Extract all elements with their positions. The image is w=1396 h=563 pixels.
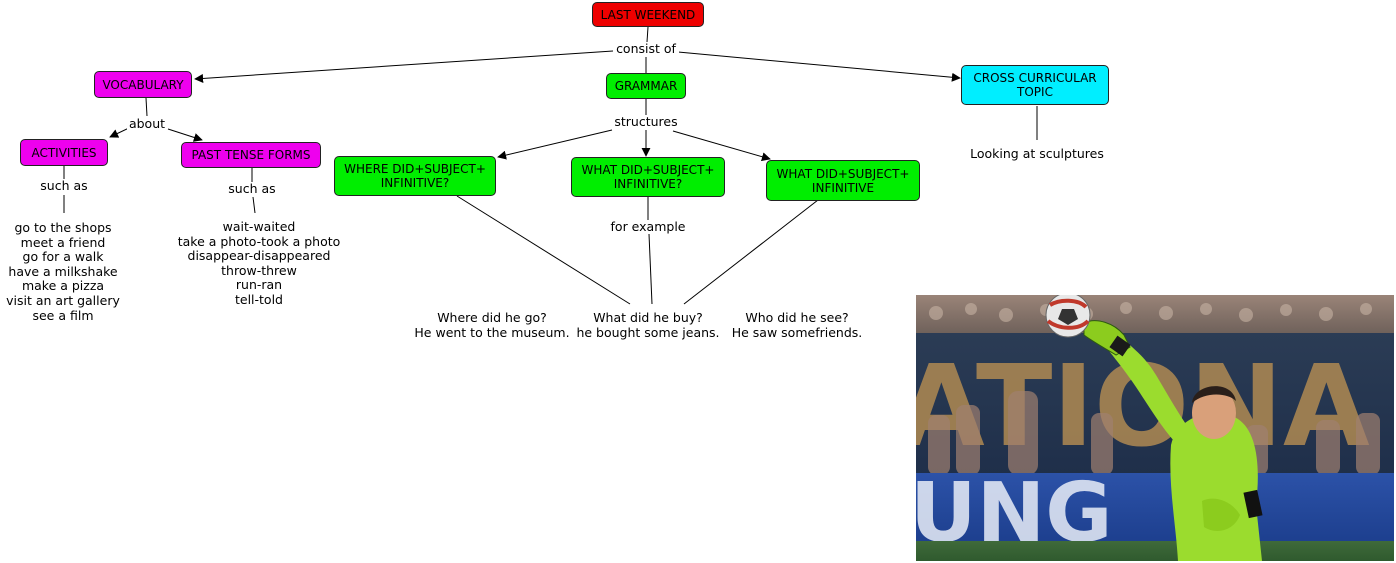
link-for-example: for example — [606, 220, 690, 234]
edge-about-activities — [109, 127, 130, 138]
node-past-tense-forms[interactable]: PAST TENSE FORMS — [181, 142, 321, 168]
edge-what2-example — [683, 199, 819, 305]
node-grammar[interactable]: GRAMMAR — [606, 73, 686, 99]
node-last-weekend[interactable]: LAST WEEKEND — [592, 2, 704, 27]
edge-about-pastforms — [167, 128, 203, 142]
example-where: Where did he go? He went to the museum. — [414, 310, 570, 340]
node-what-did-2[interactable]: WHAT DID+SUBJECT+ INFINITIVE — [766, 160, 920, 201]
link-consist-of: consist of — [613, 42, 679, 56]
edge-consist-vocabulary — [194, 50, 614, 83]
link-such-as-1: such as — [36, 179, 92, 193]
edge-structures-where — [497, 129, 613, 160]
node-where-did[interactable]: WHERE DID+SUBJECT+ INFINITIVE? — [334, 156, 496, 196]
edge-suchas2-list — [252, 196, 256, 214]
node-activities[interactable]: ACTIVITIES — [20, 139, 108, 166]
text-looking-at-sculptures: Looking at sculptures — [970, 146, 1104, 161]
link-about: about — [127, 116, 167, 131]
list-activities: go to the shops meet a friend go for a w… — [6, 220, 120, 323]
node-what-did[interactable]: WHAT DID+SUBJECT+ INFINITIVE? — [571, 157, 725, 197]
edge-consist-cross — [677, 51, 961, 82]
goalkeeper-illustration: ATIONA UNG — [916, 295, 1394, 561]
edge-forexample-example — [648, 233, 653, 305]
link-such-as-2: such as — [224, 182, 280, 196]
node-cross-curricular[interactable]: CROSS CURRICULAR TOPIC — [961, 65, 1109, 105]
list-past-forms: wait-waited take a photo-took a photo di… — [177, 219, 341, 307]
example-who: Who did he see? He saw somefriends. — [731, 310, 863, 340]
edge-root-consist — [646, 26, 649, 43]
edge-vocab-about — [145, 97, 148, 117]
link-structures: structures — [612, 115, 680, 129]
edge-where-example — [456, 195, 631, 305]
node-vocabulary[interactable]: VOCABULARY — [94, 71, 192, 98]
goalkeeper-photo: ATIONA UNG — [916, 295, 1394, 561]
example-what: What did he buy? he bought some jeans. — [576, 310, 720, 340]
edge-structures-what2 — [672, 130, 771, 162]
